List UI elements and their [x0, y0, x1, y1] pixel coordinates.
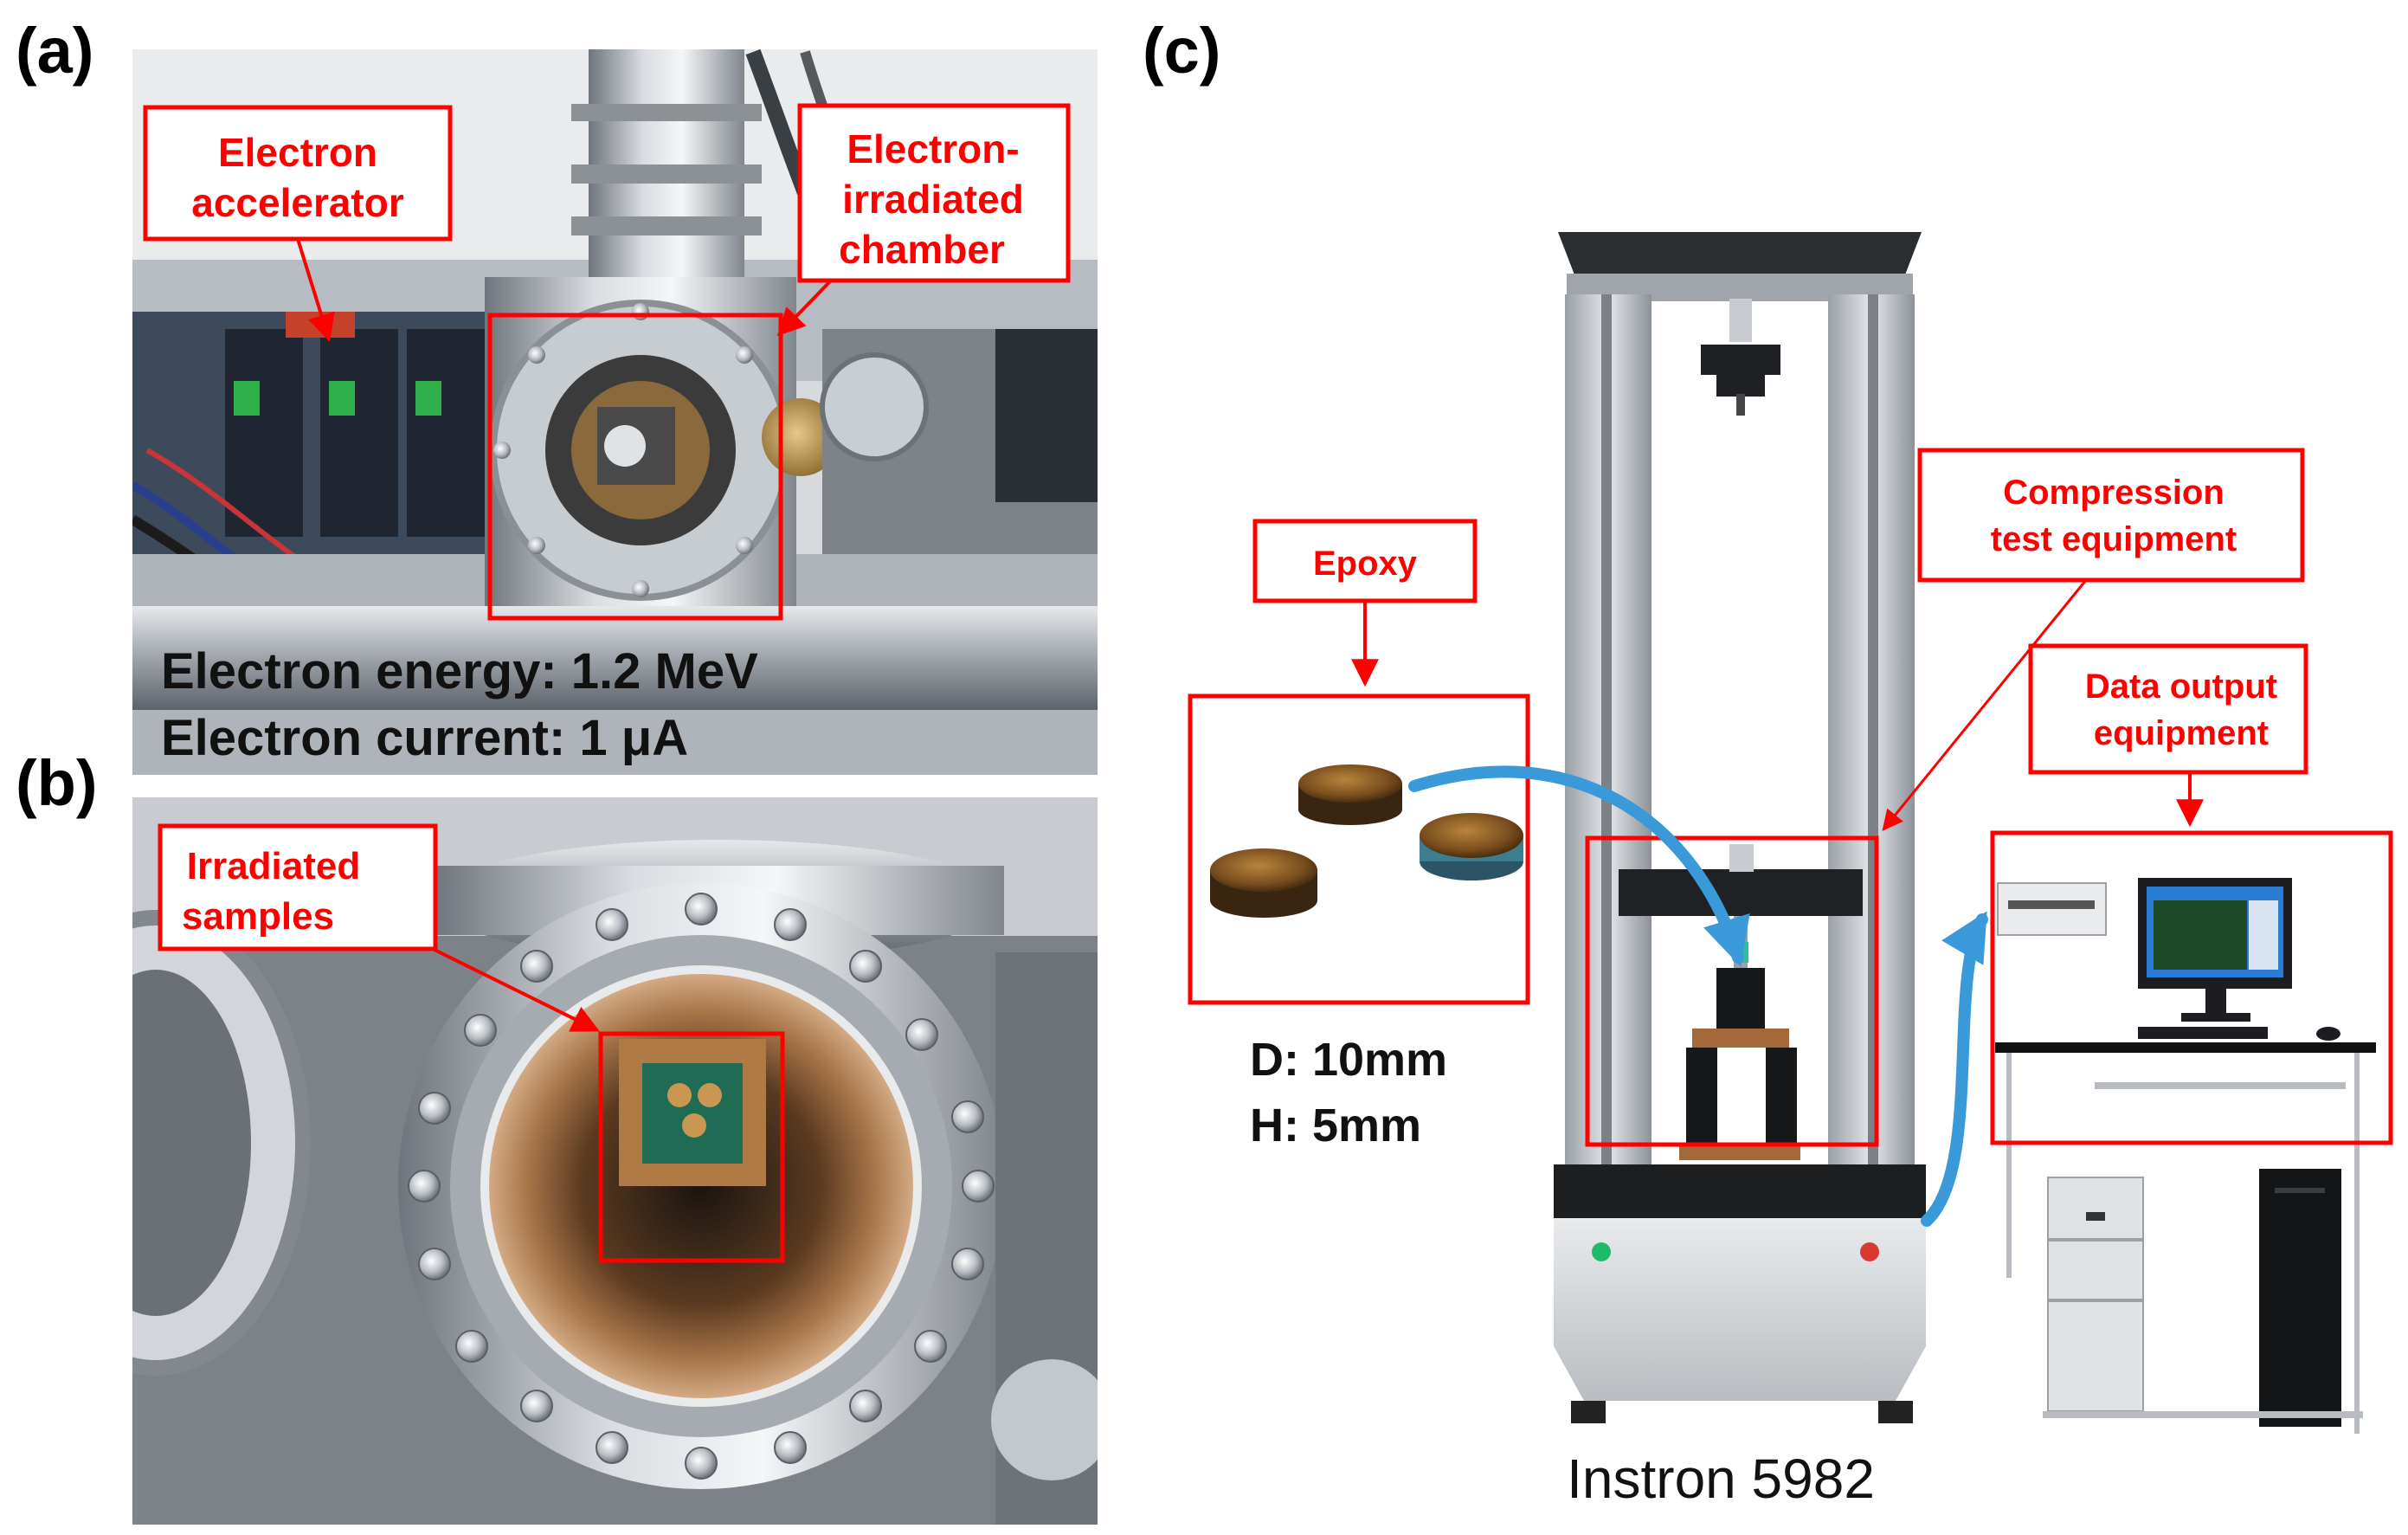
- callout-chamber-line-3: chamber: [839, 227, 1005, 272]
- dimension-diameter: D: 10mm: [1250, 1034, 1447, 1086]
- dimension-height: H: 5mm: [1250, 1100, 1421, 1151]
- callout-chamber-line-2: irradiated: [842, 177, 1024, 222]
- spec-electron-energy: Electron energy: 1.2 MeV: [161, 643, 758, 700]
- callout-samples-arrow: [432, 947, 600, 1032]
- callout-compression-test-equipment: Compression test equipment: [1882, 448, 2305, 831]
- highlight-box-compression: [1585, 835, 1879, 1147]
- highlight-box-chamber: [487, 313, 783, 621]
- photo-epoxy-samples: [1193, 698, 1527, 1001]
- callout-compression-arrow: [1882, 579, 2088, 831]
- callout-irradiated-samples: Irradiated samples: [158, 823, 600, 1032]
- highlight-box-epoxy: [1188, 693, 1530, 1005]
- callout-electron-accelerator-line-2: accelerator: [191, 180, 404, 225]
- callout-samples-line-1: Irradiated: [187, 845, 361, 887]
- panel-label-b: (b): [16, 747, 98, 819]
- callout-chamber-arrow: [776, 279, 833, 337]
- panel-label-c: (c): [1143, 15, 1220, 87]
- photo-instron-machine: [1554, 232, 1926, 1423]
- machine-caption: Instron 5982: [1567, 1448, 1875, 1510]
- flow-arrow-sample-to-machine: [1408, 765, 1750, 967]
- spec-electron-current: Electron current: 1 μA: [161, 710, 688, 766]
- callout-data-output-line-2: equipment: [2094, 714, 2269, 752]
- callout-electron-irradiated-chamber: Electron- irradiated chamber: [776, 103, 1071, 337]
- epoxy-sample-top: [1298, 764, 1402, 825]
- callout-electron-accelerator-arrow: [296, 238, 335, 343]
- callout-compression-line-2: test equipment: [1991, 520, 2237, 558]
- callout-epoxy: Epoxy: [1252, 519, 1478, 687]
- callout-electron-accelerator: Electron accelerator: [143, 105, 453, 343]
- epoxy-sample-right: [1420, 813, 1523, 880]
- callout-samples-line-2: samples: [182, 895, 334, 938]
- callout-electron-accelerator-line-1: Electron: [218, 130, 377, 175]
- callout-compression-line-1: Compression: [2003, 474, 2225, 512]
- highlight-box-samples: [598, 1031, 785, 1263]
- panel-label-a: (a): [16, 15, 93, 87]
- callout-data-output-line-1: Data output: [2085, 668, 2277, 706]
- callout-epoxy-label: Epoxy: [1313, 545, 1418, 583]
- callout-chamber-line-1: Electron-: [847, 126, 1019, 171]
- photo-irradiation-chamber-window: [132, 797, 1098, 1525]
- flow-arrow-machine-to-output: [1921, 911, 1988, 1227]
- photo-data-output-desk: [1995, 878, 2376, 1434]
- callout-data-output-equipment: Data output equipment: [2028, 643, 2308, 828]
- highlight-box-data-output: [1990, 830, 2393, 1145]
- epoxy-sample-left: [1210, 848, 1317, 918]
